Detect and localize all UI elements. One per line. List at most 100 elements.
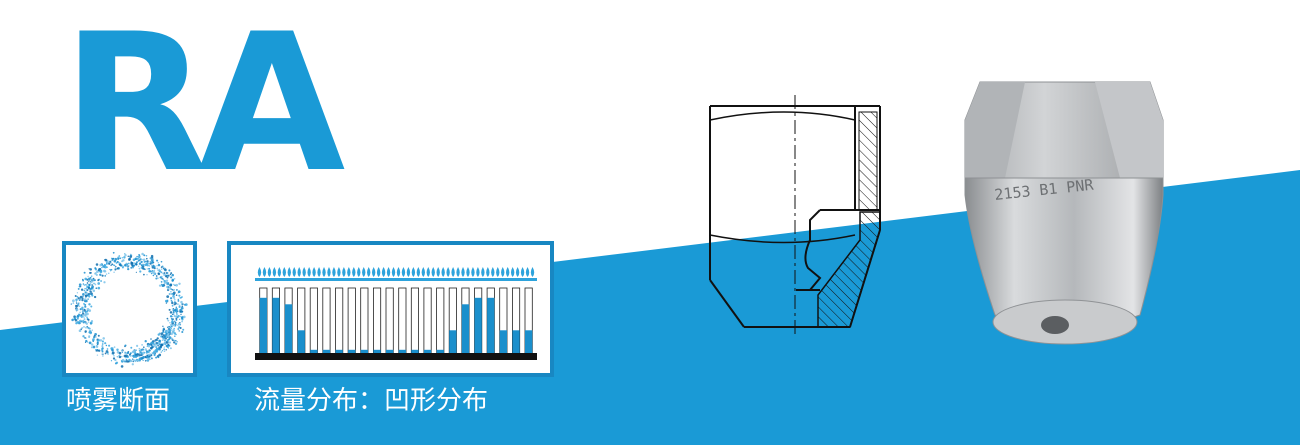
collector-tube	[385, 287, 394, 354]
droplet-icon	[381, 267, 386, 277]
flow-level-bar	[386, 349, 394, 354]
collector-tube	[322, 287, 331, 354]
droplet-icon	[337, 267, 341, 277]
droplet-icon	[421, 267, 426, 277]
droplet-icon	[416, 267, 421, 277]
droplet-icon	[515, 267, 520, 277]
nozzle-product-photo: 2153 B1 PNR	[964, 81, 1164, 345]
droplet-icon	[257, 267, 262, 277]
droplet-icon	[501, 267, 505, 277]
flow-level-bar	[284, 304, 293, 354]
collector-tube	[410, 287, 420, 354]
flow-level-bar	[512, 330, 520, 354]
droplet-icon	[426, 267, 430, 277]
spray-droplets	[70, 251, 188, 368]
droplet-icon	[362, 267, 366, 277]
spray-pattern-panel	[62, 241, 197, 377]
droplet-icon	[386, 267, 391, 277]
flow-level-bar	[398, 349, 406, 354]
collector-tube	[335, 287, 344, 354]
collector-tube	[309, 287, 318, 354]
product-title: RA	[62, 0, 345, 214]
droplet-icon	[476, 267, 480, 277]
droplet-icon	[317, 267, 321, 277]
collector-tube	[372, 287, 382, 354]
droplet-icon	[262, 267, 267, 277]
droplet-icon	[530, 267, 535, 277]
droplet-icon	[471, 267, 475, 277]
droplet-icon	[287, 267, 291, 277]
droplet-icon	[456, 267, 460, 277]
collector-tube	[360, 287, 369, 354]
droplet-icon	[282, 267, 287, 277]
flow-level-bar	[474, 297, 482, 354]
spray-pattern-caption: 喷雾断面	[66, 386, 171, 416]
flow-level-bar	[322, 349, 331, 354]
droplet-icon	[436, 267, 440, 277]
flow-level-bar	[360, 349, 368, 354]
droplet-icon	[332, 267, 336, 277]
flow-level-bar	[487, 297, 495, 354]
droplet-icon	[481, 267, 485, 277]
droplet-icon	[347, 267, 351, 277]
droplet-icon	[401, 267, 406, 277]
droplet-icon	[396, 267, 401, 277]
droplet-icon	[451, 267, 455, 277]
flow-level-bar	[461, 304, 470, 354]
hollow-cone-ring-pattern	[70, 251, 188, 368]
flow-level-bar	[297, 330, 305, 354]
droplet-icon	[267, 267, 272, 277]
flow-level-bar	[373, 349, 381, 354]
nozzle-cross-section-drawing	[709, 95, 881, 335]
flow-level-bar	[499, 330, 507, 354]
droplet-icon	[357, 267, 361, 277]
droplet-icon	[431, 267, 435, 277]
flow-level-bar	[449, 330, 457, 354]
droplet-icon	[376, 267, 381, 277]
droplet-icon	[307, 267, 311, 277]
droplet-icon	[491, 267, 495, 277]
spray-line	[255, 278, 537, 281]
droplet-icon	[520, 267, 525, 277]
droplet-icon	[302, 267, 306, 277]
droplet-icon	[411, 267, 416, 277]
flow-level-bar	[423, 349, 432, 354]
flow-distribution-panel	[227, 241, 554, 377]
flow-level-bar	[310, 349, 318, 354]
droplet-icon	[461, 267, 465, 277]
droplet-icon	[466, 267, 470, 277]
droplet-icon	[406, 267, 411, 277]
droplet-icon	[297, 267, 301, 277]
flow-distribution-caption: 流量分布：凹形分布	[254, 386, 489, 416]
droplet-icon	[312, 267, 316, 277]
droplet-icon	[446, 267, 450, 277]
droplet-icon	[486, 267, 490, 277]
droplet-icon	[441, 267, 445, 277]
flow-distribution-graphic	[255, 267, 537, 360]
flow-level-bar	[436, 349, 444, 354]
droplet-icon	[510, 267, 515, 277]
flow-level-bar	[411, 349, 419, 354]
collector-tube	[436, 287, 445, 354]
collector-base	[255, 353, 537, 360]
droplet-icon	[391, 267, 396, 277]
droplet-icon	[525, 267, 530, 277]
spray-droplet-row	[257, 267, 535, 277]
flow-level-bar	[259, 297, 267, 354]
droplet-icon	[496, 267, 500, 277]
droplet-icon	[342, 267, 346, 277]
flow-level-bar	[335, 349, 343, 354]
flow-level-bar	[348, 349, 356, 354]
droplet-icon	[272, 267, 277, 277]
droplet-icon	[322, 267, 326, 277]
droplet-icon	[366, 267, 371, 277]
droplet-icon	[505, 267, 510, 277]
droplet-icon	[352, 267, 356, 277]
droplet-icon	[371, 267, 376, 277]
flow-level-bar	[272, 297, 280, 354]
droplet-icon	[277, 267, 282, 277]
droplet-icon	[327, 267, 331, 277]
droplet-icon	[292, 267, 296, 277]
collector-tube	[398, 287, 407, 354]
collector-tube	[347, 287, 356, 354]
